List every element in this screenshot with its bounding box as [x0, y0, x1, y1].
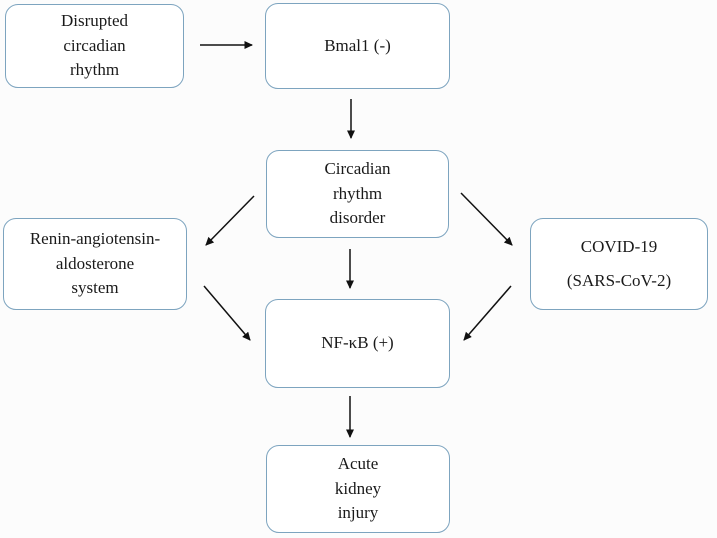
node-acute-kidney-injury: Acute kidney injury — [266, 445, 450, 533]
arrow-raas-to-nfkb-icon — [203, 285, 251, 341]
node-bmal1: Bmal1 (-) — [265, 3, 450, 89]
node-nf-kb: NF-κB (+) — [265, 299, 450, 388]
node-circadian-rhythm-disorder: Circadian rhythm disorder — [266, 150, 449, 238]
node-renin-angiotensin-aldosterone-system: Renin-angiotensin- aldosterone system — [3, 218, 187, 310]
arrow-disorder-to-raas-icon — [205, 195, 255, 246]
node-covid-19: COVID-19 (SARS-CoV-2) — [530, 218, 708, 310]
arrow-covid-to-nfkb-icon — [463, 285, 512, 341]
node-disrupted-circadian-rhythm: Disrupted circadian rhythm — [5, 4, 184, 88]
arrow-disorder-to-covid-icon — [460, 192, 513, 246]
